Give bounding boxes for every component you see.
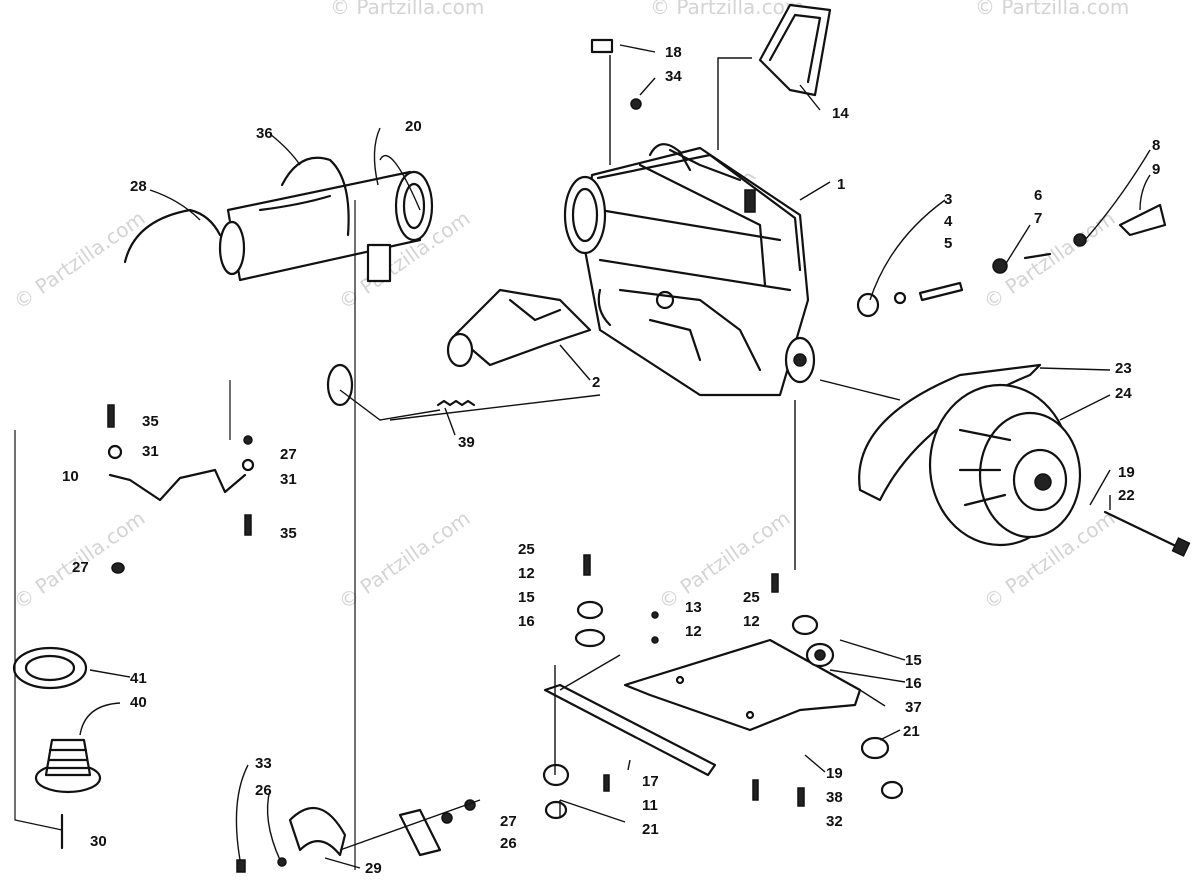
callout-25: 25	[518, 541, 535, 558]
callout-6: 6	[1034, 187, 1042, 204]
callout-37: 37	[905, 699, 922, 716]
handle-14	[758, 3, 832, 97]
callout-3: 3	[944, 191, 952, 208]
callout-27: 27	[72, 559, 89, 576]
decal-18	[590, 38, 614, 54]
callout-27: 27	[280, 446, 297, 463]
watermark: © Partzilla.com	[975, 0, 1129, 19]
nut-8	[1073, 233, 1087, 247]
callout-24: 24	[1115, 385, 1132, 402]
washer-4	[893, 291, 907, 305]
nut-6	[992, 258, 1008, 274]
bracket-29	[288, 806, 347, 857]
callout-17: 17	[642, 773, 659, 790]
callout-20: 20	[405, 118, 422, 135]
callout-11: 11	[642, 797, 658, 814]
callout-30: 30	[90, 833, 107, 850]
callout-39: 39	[458, 434, 475, 451]
watermark: © Partzilla.com	[654, 506, 794, 614]
callout-7: 7	[1034, 210, 1042, 227]
callout-1: 1	[837, 176, 845, 193]
callout-34: 34	[665, 68, 682, 85]
callout-40: 40	[130, 694, 147, 711]
callout-8: 8	[1152, 137, 1160, 154]
exhaust-manifold	[446, 288, 592, 368]
bolt-7	[1023, 252, 1052, 260]
callout-31: 31	[280, 471, 297, 488]
muffler	[226, 170, 434, 283]
callout-5: 5	[944, 235, 952, 252]
spring-36	[280, 156, 350, 237]
clip-34	[630, 98, 642, 110]
drive-clutch	[858, 363, 1082, 547]
mount-21	[860, 736, 890, 760]
bolt	[244, 514, 252, 536]
callout-35: 35	[142, 413, 159, 430]
bolt	[107, 404, 115, 428]
callout-32: 32	[826, 813, 843, 830]
nut	[243, 435, 253, 445]
boot-40	[34, 738, 102, 794]
callout-15: 15	[905, 652, 922, 669]
bracket-9	[1118, 203, 1167, 237]
mount-16	[574, 628, 606, 648]
callout-21: 21	[903, 723, 920, 740]
nut	[111, 562, 125, 574]
pin-5	[918, 281, 964, 302]
mount-bracket	[108, 468, 247, 502]
callout-28: 28	[130, 178, 147, 195]
callout-9: 9	[1152, 161, 1160, 178]
mount-15	[576, 600, 604, 620]
callout-26: 26	[255, 782, 272, 799]
cap-3	[856, 292, 880, 318]
watermark: © Partzilla.com	[650, 0, 804, 19]
callout-33: 33	[255, 755, 272, 772]
callout-25: 25	[743, 589, 760, 606]
watermark: © Partzilla.com	[330, 0, 484, 19]
watermark: © Partzilla.com	[9, 206, 149, 314]
callout-18: 18	[665, 44, 682, 61]
leader-lines	[79, 44, 1151, 869]
callout-12: 12	[685, 623, 702, 640]
callout-23: 23	[1115, 360, 1132, 377]
callout-labels: 1 2 3 4 5 6 7 8 9 10 11 12 12 12 13 14 1…	[62, 44, 1160, 877]
callout-22: 22	[1118, 487, 1135, 504]
washer	[107, 444, 123, 460]
engine-assembly	[563, 143, 816, 397]
callout-16: 16	[518, 613, 535, 630]
callout-13: 13	[685, 599, 702, 616]
callout-2: 2	[592, 374, 600, 391]
callout-19: 19	[1118, 464, 1135, 481]
callout-38: 38	[826, 789, 843, 806]
washer	[241, 458, 255, 472]
spring-39	[436, 399, 476, 407]
callout-21: 21	[642, 821, 659, 838]
callout-4: 4	[944, 213, 953, 230]
callout-26: 26	[500, 835, 517, 852]
callout-35: 35	[280, 525, 297, 542]
callout-16: 16	[905, 675, 922, 692]
callout-14: 14	[832, 105, 849, 122]
callout-10: 10	[62, 468, 79, 485]
callout-15: 15	[518, 589, 535, 606]
grommet	[12, 646, 88, 690]
callout-31: 31	[142, 443, 159, 460]
callout-36: 36	[256, 125, 273, 142]
callout-19: 19	[826, 765, 843, 782]
bolt-22	[1103, 510, 1182, 550]
spring-28	[123, 208, 222, 264]
engine-mount-plate	[623, 638, 862, 732]
callout-27: 27	[500, 813, 517, 830]
callout-29: 29	[365, 860, 382, 877]
callout-12: 12	[743, 613, 760, 630]
callout-41: 41	[130, 670, 147, 687]
callout-12: 12	[518, 565, 535, 582]
